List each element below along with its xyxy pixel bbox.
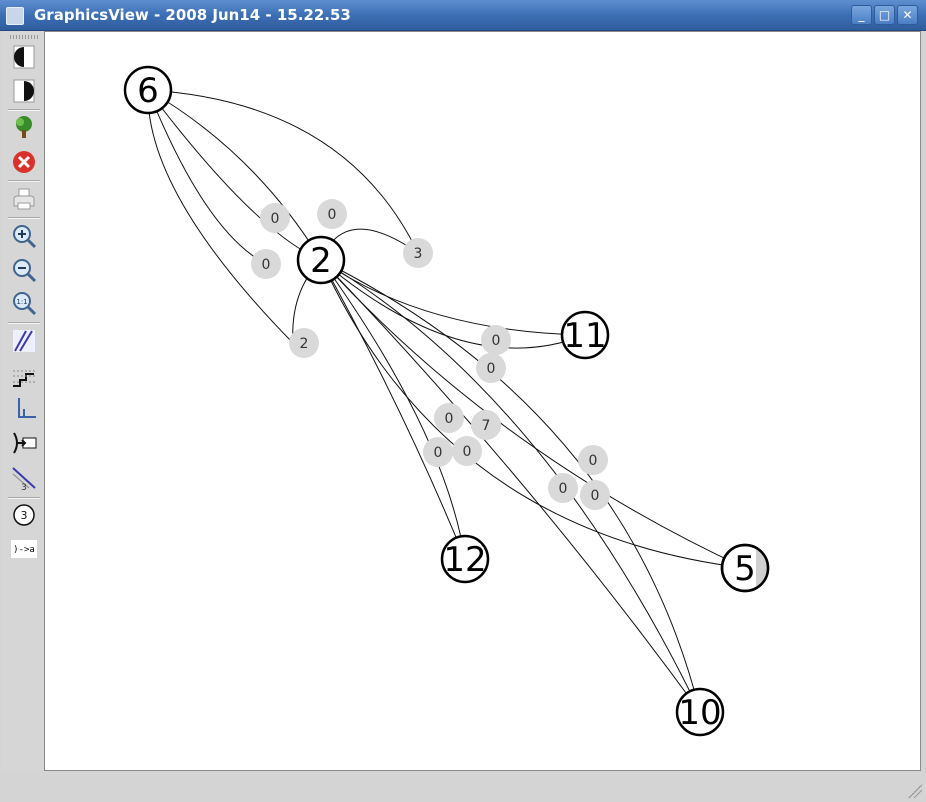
svg-text:2: 2 bbox=[310, 241, 332, 281]
edge-label[interactable]: 0 bbox=[423, 437, 453, 467]
edge-label[interactable]: 2 bbox=[289, 328, 319, 358]
svg-text:0: 0 bbox=[487, 361, 496, 377]
edge bbox=[320, 259, 746, 569]
edge-label[interactable]: 0 bbox=[434, 403, 464, 433]
svg-text:7: 7 bbox=[482, 418, 491, 434]
edge bbox=[320, 259, 746, 569]
svg-text:3: 3 bbox=[414, 246, 423, 262]
edge-label[interactable]: 0 bbox=[251, 249, 281, 279]
edge bbox=[320, 259, 701, 713]
edge bbox=[147, 89, 294, 344]
right-half-icon[interactable] bbox=[10, 77, 38, 105]
graph-svg[interactable]: 0 0 0 3 2 0 0 0 7 0 0 0 0 0 6 2 11 12 5 … bbox=[45, 32, 920, 770]
toolbar-separator bbox=[8, 497, 40, 499]
edge-label[interactable]: 0 bbox=[578, 445, 608, 475]
printer-icon[interactable] bbox=[10, 185, 38, 213]
staircase-icon[interactable] bbox=[10, 362, 38, 390]
svg-text:0: 0 bbox=[559, 481, 568, 497]
toolbar-separator bbox=[8, 217, 40, 219]
svg-text:3: 3 bbox=[21, 509, 28, 522]
svg-text:0: 0 bbox=[262, 257, 271, 273]
edge bbox=[320, 259, 586, 336]
minimize-button[interactable]: _ bbox=[851, 5, 872, 25]
edge-label[interactable]: 0 bbox=[317, 199, 347, 229]
axis-corner-icon[interactable] bbox=[10, 395, 38, 423]
svg-text:12: 12 bbox=[443, 540, 486, 580]
svg-text:0: 0 bbox=[463, 444, 472, 460]
edge-label[interactable]: 0 bbox=[260, 203, 290, 233]
edge bbox=[320, 259, 586, 349]
title-bar: GraphicsView - 2008 Jun14 - 15.22.53 _ □… bbox=[0, 0, 926, 31]
edge bbox=[147, 89, 419, 254]
toolbar-separator bbox=[8, 322, 40, 324]
close-button[interactable]: ✕ bbox=[897, 5, 918, 25]
edge-label[interactable]: 0 bbox=[481, 325, 511, 355]
svg-text:0: 0 bbox=[589, 453, 598, 469]
edge bbox=[320, 259, 466, 560]
window-title: GraphicsView - 2008 Jun14 - 15.22.53 bbox=[34, 6, 351, 24]
size-grip[interactable] bbox=[908, 784, 922, 798]
app-icon[interactable] bbox=[6, 7, 24, 25]
svg-text:0: 0 bbox=[434, 445, 443, 461]
graph-node-2[interactable]: 2 bbox=[296, 235, 346, 285]
nodes: 6 2 11 12 5 10 bbox=[123, 65, 770, 737]
edge-label[interactable]: 0 bbox=[452, 436, 482, 466]
graph-node-12[interactable]: 12 bbox=[440, 534, 490, 584]
svg-text:0: 0 bbox=[445, 411, 454, 427]
svg-text:10: 10 bbox=[678, 693, 721, 733]
edge bbox=[147, 89, 322, 261]
left-half-icon[interactable] bbox=[10, 43, 38, 71]
svg-text:5: 5 bbox=[734, 549, 756, 589]
edge-label[interactable]: 3 bbox=[403, 238, 433, 268]
graph-node-5[interactable]: 5 bbox=[720, 543, 770, 593]
svg-text:0: 0 bbox=[271, 211, 280, 227]
edge-label[interactable]: 0 bbox=[580, 480, 610, 510]
maximize-button[interactable]: □ bbox=[874, 5, 895, 25]
svg-text:)->a: )->a bbox=[13, 545, 35, 555]
toolbar-grip[interactable] bbox=[10, 35, 38, 39]
edge bbox=[320, 259, 701, 713]
svg-text:0: 0 bbox=[492, 333, 501, 349]
graph-node-6[interactable]: 6 bbox=[123, 65, 173, 115]
edge bbox=[320, 259, 701, 713]
graph-node-10[interactable]: 10 bbox=[675, 687, 725, 737]
zoom-out-icon[interactable] bbox=[10, 256, 38, 284]
edges bbox=[147, 89, 746, 713]
svg-text:1:1: 1:1 bbox=[16, 298, 27, 306]
toolbar-separator bbox=[8, 180, 40, 182]
svg-text:0: 0 bbox=[328, 207, 337, 223]
arrow-box-icon[interactable] bbox=[10, 429, 38, 457]
circle-number-icon[interactable]: 3 bbox=[10, 501, 38, 529]
zoom-in-icon[interactable] bbox=[10, 222, 38, 250]
toolbar: 1:1 3 3 )->a bbox=[2, 31, 44, 771]
svg-text:11: 11 bbox=[563, 316, 606, 356]
edge-label[interactable]: 7 bbox=[471, 410, 501, 440]
edge-label[interactable]: 0 bbox=[548, 473, 578, 503]
graph-node-11[interactable]: 11 bbox=[560, 310, 610, 360]
diagonal-lines-icon[interactable] bbox=[10, 327, 38, 355]
tree-icon[interactable] bbox=[10, 113, 38, 141]
edge bbox=[320, 259, 466, 560]
edge-weight-icon[interactable]: 3 bbox=[10, 464, 38, 492]
svg-text:2: 2 bbox=[300, 336, 309, 352]
edge-label[interactable]: 0 bbox=[476, 353, 506, 383]
edge bbox=[147, 89, 322, 261]
svg-text:0: 0 bbox=[591, 488, 600, 504]
svg-text:3: 3 bbox=[21, 483, 27, 492]
arrow-text-icon[interactable]: )->a bbox=[10, 535, 38, 563]
status-bar bbox=[0, 772, 926, 802]
zoom-actual-icon[interactable]: 1:1 bbox=[10, 289, 38, 317]
stop-icon[interactable] bbox=[10, 148, 38, 176]
edge bbox=[147, 89, 267, 265]
edge-labels: 0 0 0 3 2 0 0 0 7 0 0 0 0 0 bbox=[251, 199, 610, 510]
svg-text:6: 6 bbox=[137, 71, 159, 111]
graph-canvas[interactable]: 0 0 0 3 2 0 0 0 7 0 0 0 0 0 6 2 11 12 5 … bbox=[44, 31, 921, 771]
toolbar-separator bbox=[8, 109, 40, 111]
